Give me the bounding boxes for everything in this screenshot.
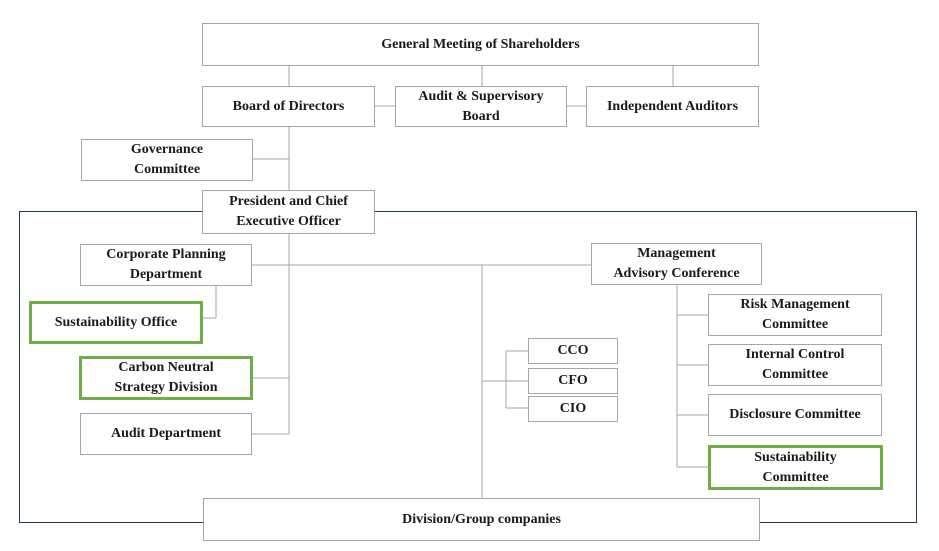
cio-label: CIO <box>559 401 587 416</box>
division-group-label: Division/Group companies <box>402 511 561 527</box>
audit-board-box: Audit & Supervisory Board <box>395 86 567 127</box>
president-box: President and Chief Executive Officer <box>202 190 375 234</box>
risk-management-box: Risk Management Committee <box>708 294 882 336</box>
audit-department-label: Audit Department <box>110 426 222 441</box>
board-label: Board of Directors <box>232 98 345 114</box>
cfo-box: CFO <box>528 368 618 394</box>
carbon-neutral-label: Carbon Neutral Strategy Division <box>114 360 218 395</box>
division-group-box: Division/Group companies <box>203 498 760 541</box>
internal-control-label: Internal Control Committee <box>745 347 845 382</box>
board-box: Board of Directors <box>202 86 375 127</box>
risk-management-label: Risk Management Committee <box>740 297 850 332</box>
independent-auditors-label: Independent Auditors <box>606 98 739 114</box>
cco-box: CCO <box>528 338 618 364</box>
internal-control-box: Internal Control Committee <box>708 344 882 386</box>
cfo-label: CFO <box>558 373 588 388</box>
independent-auditors-box: Independent Auditors <box>586 86 759 127</box>
corporate-planning-box: Corporate Planning Department <box>80 244 252 286</box>
cco-label: CCO <box>557 343 589 358</box>
shareholders-label: General Meeting of Shareholders <box>381 36 580 52</box>
sustainability-committee-label: Sustainability Committee <box>754 449 837 485</box>
sustainability-office-box: Sustainability Office <box>29 301 203 344</box>
shareholders-box: General Meeting of Shareholders <box>202 23 759 66</box>
disclosure-label: Disclosure Committee <box>729 407 861 422</box>
governance-label: Governance Committee <box>130 142 204 177</box>
sustainability-committee-box: Sustainability Committee <box>708 445 883 490</box>
sustainability-office-label: Sustainability Office <box>54 314 178 330</box>
corporate-planning-label: Corporate Planning Department <box>106 247 226 282</box>
audit-department-box: Audit Department <box>80 413 252 455</box>
management-advisory-box: Management Advisory Conference <box>591 243 762 285</box>
disclosure-box: Disclosure Committee <box>708 394 882 436</box>
management-advisory-label: Management Advisory Conference <box>613 246 740 281</box>
cio-box: CIO <box>528 396 618 422</box>
governance-box: Governance Committee <box>81 139 253 181</box>
president-label: President and Chief Executive Officer <box>229 194 348 229</box>
audit-board-label: Audit & Supervisory Board <box>418 88 544 124</box>
carbon-neutral-box: Carbon Neutral Strategy Division <box>79 356 253 400</box>
